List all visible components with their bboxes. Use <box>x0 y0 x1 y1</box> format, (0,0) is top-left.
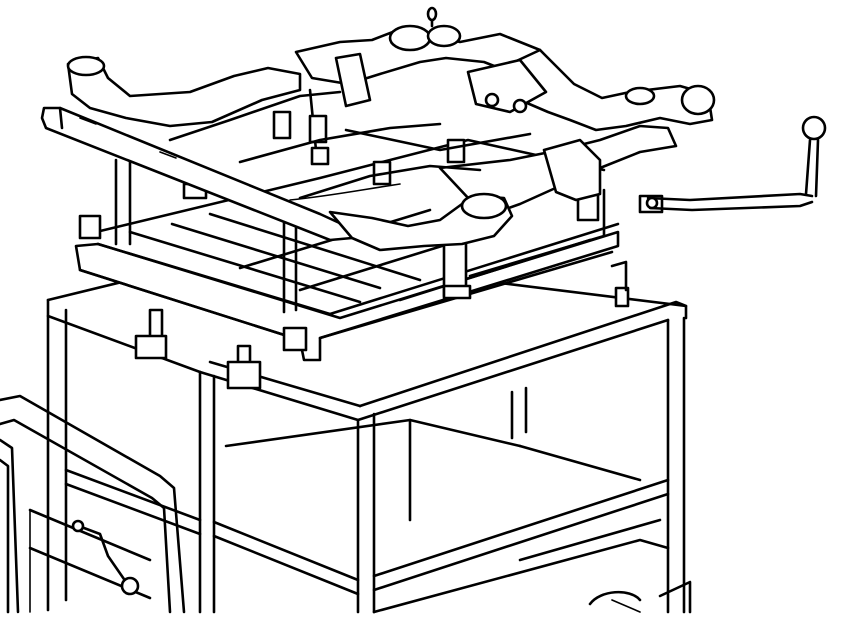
cart-caster-3 <box>611 599 641 613</box>
crank-shaft <box>646 192 814 202</box>
cart-right-top-rail <box>356 318 670 422</box>
subframe-link-hole-2 <box>512 98 528 114</box>
subframe-inner-rail-2 <box>238 122 442 164</box>
crank-shaft-2 <box>648 200 814 212</box>
subframe-left-bushing <box>66 55 106 77</box>
handle-crank-arm <box>82 526 128 584</box>
subframe-front-bushing <box>460 192 508 220</box>
cart-shelf-right-2 <box>372 492 670 592</box>
cart-shelf-left-2 <box>64 482 202 536</box>
cart-back-top-rail <box>474 278 688 308</box>
platform-block-front <box>282 326 308 352</box>
subframe-rear-bushing-right <box>426 24 462 48</box>
cart-lower-rail-2 <box>518 518 662 562</box>
subframe-center-bracket <box>334 52 372 108</box>
cart-lower-rail <box>372 538 670 614</box>
subframe-link-hole-1 <box>484 92 500 108</box>
subframe <box>40 6 716 252</box>
cart-caster <box>588 590 642 606</box>
cart-frame <box>46 278 692 614</box>
platform-grid-front <box>96 222 620 316</box>
subframe-rear-bushing-left <box>388 24 432 52</box>
lift-cylinder-base-left <box>134 334 168 360</box>
crank-arm-2 <box>814 138 820 198</box>
handle-bar-left-2 <box>0 458 10 614</box>
cart-shelf-front-2 <box>212 534 360 596</box>
post-stud-1 <box>272 110 292 140</box>
cart-side-rail-left <box>46 314 202 374</box>
cart-handle <box>0 394 186 614</box>
subframe-left-arm <box>66 56 302 128</box>
handle-crank-hub <box>71 519 85 533</box>
crank-handle <box>645 115 827 212</box>
subframe-right-bushing <box>680 84 716 116</box>
post-stud-3 <box>446 138 466 164</box>
cart-caster-2 <box>658 580 692 614</box>
subframe-right-bracket <box>542 138 602 202</box>
cart-front-top-rail <box>198 370 360 422</box>
subframe-brake-line <box>289 183 401 201</box>
post-stud-2 <box>308 114 328 144</box>
subframe-front-member-holes <box>79 117 267 193</box>
subframe-rear-stud-head <box>426 6 438 22</box>
subframe-right-mount <box>624 86 656 106</box>
post-3-base <box>442 284 472 300</box>
crank-knob <box>801 115 827 141</box>
handle-outer <box>0 394 186 614</box>
cart-shelf-left <box>64 468 202 522</box>
handle-bar-left <box>0 438 20 614</box>
platform-front-edge <box>78 268 302 342</box>
lift-cylinder-base-mid <box>226 360 262 390</box>
platform-block-left <box>78 214 102 240</box>
subframe-inner-rail-3 <box>298 164 482 200</box>
lift-cylinder-right <box>614 286 630 308</box>
post-stud-5 <box>310 146 330 166</box>
cart-shelf-back-right <box>518 444 642 482</box>
handle-crank-knob <box>120 576 140 596</box>
platform-grid-line-3 <box>208 212 422 282</box>
subframe-inner-rail-4 <box>344 128 532 152</box>
crank-arm <box>804 138 812 196</box>
crank-hub <box>645 196 659 210</box>
handle-panel-top <box>28 508 152 562</box>
cart-right-top-rail-2 <box>358 300 688 408</box>
platform-grid-right <box>468 188 606 278</box>
lift-cylinder-right-top <box>610 260 628 292</box>
handle-inner <box>0 418 172 614</box>
subframe-inner-rail-1 <box>168 90 342 142</box>
cart-shelf-front <box>212 520 360 582</box>
cart-shelf-right <box>372 478 670 578</box>
subframe-front-member-edge <box>58 106 64 130</box>
